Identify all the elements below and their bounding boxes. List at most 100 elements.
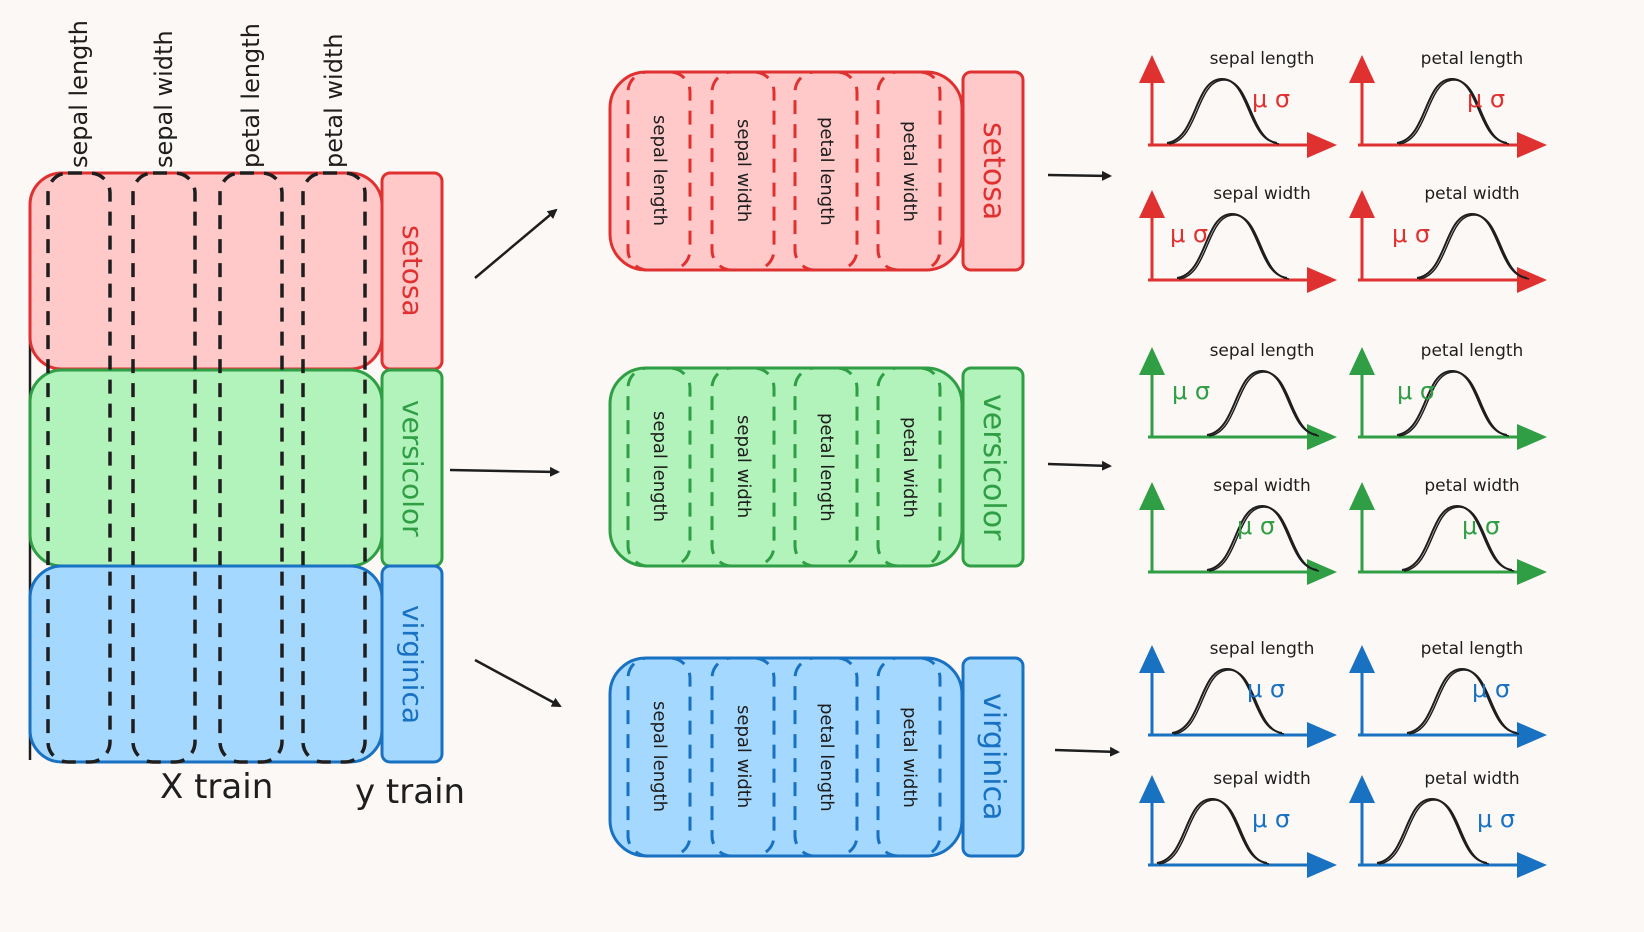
x-train-label: X train (160, 767, 274, 807)
gaussian-curve (1176, 212, 1288, 279)
gaussian-curve (1376, 797, 1488, 864)
x-train-block-virginica (28, 564, 384, 764)
mu-sigma-label: μ σ (1172, 377, 1211, 405)
chart-title: petal length (1420, 639, 1524, 659)
feature-column-3 (301, 171, 367, 764)
y-axis-arrowhead-icon (1139, 190, 1165, 218)
class-feature-column (626, 656, 692, 858)
chart-title: petal length (1420, 341, 1524, 361)
x-axis-arrowhead-icon (1517, 559, 1547, 585)
class-feature-column (710, 656, 776, 858)
class-label: virginica (976, 693, 1011, 821)
x-axis-arrowhead-icon (1307, 267, 1337, 293)
class-label-box-virginica (961, 656, 1025, 858)
class-feature-column (626, 70, 692, 272)
mu-sigma-label: μ σ (1237, 512, 1276, 540)
class-feature-label: petal width (899, 706, 920, 808)
gaussian-curve-sketch (1398, 79, 1510, 145)
chart-title: petal width (1424, 476, 1520, 496)
class-feature-label: petal length (816, 702, 837, 812)
gaussian-curve (1156, 797, 1268, 864)
distribution-chart (1349, 775, 1547, 878)
distribution-chart (1139, 190, 1337, 293)
gaussian-curve (1401, 504, 1513, 571)
class-feature-label: petal width (899, 416, 920, 518)
chart-title: sepal width (1213, 476, 1311, 496)
y-axis-arrowhead-icon (1349, 645, 1375, 673)
class-label-box-versicolor (961, 366, 1025, 568)
chart-title: sepal width (1213, 769, 1311, 789)
distribution-chart (1349, 347, 1547, 450)
class-feature-column (876, 70, 942, 272)
mu-sigma-label: μ σ (1392, 220, 1431, 248)
gaussian-curve-sketch (1178, 214, 1290, 280)
gaussian-curve-sketch (1398, 371, 1510, 437)
feature-header: petal width (320, 33, 348, 168)
class-feature-column (876, 366, 942, 568)
distribution-chart (1139, 482, 1337, 585)
y-train-label: y train (355, 772, 466, 812)
class-feature-label: sepal width (733, 705, 754, 809)
mu-sigma-label: μ σ (1170, 220, 1209, 248)
x-axis-arrowhead-icon (1517, 852, 1547, 878)
gaussian-curve (1206, 369, 1318, 436)
class-feature-label: sepal width (733, 119, 754, 223)
chart-title: sepal length (1209, 49, 1315, 69)
flow-arrow (474, 658, 562, 708)
y-axis-arrowhead-icon (1349, 775, 1375, 803)
x-train-block-versicolor (28, 368, 384, 568)
feature-header: petal length (237, 23, 265, 168)
y-train-class-label: virginica (396, 604, 429, 724)
gaussian-curve-sketch (1403, 506, 1515, 572)
mu-sigma-label: μ σ (1472, 675, 1511, 703)
distribution-chart (1349, 190, 1547, 293)
distribution-chart (1349, 55, 1547, 158)
gaussian-curve-sketch (1158, 799, 1270, 865)
x-axis-arrowhead-icon (1517, 424, 1547, 450)
class-feature-column (710, 70, 776, 272)
feature-header: sepal length (65, 19, 93, 168)
class-label: versicolor (976, 393, 1011, 541)
feature-column-2 (218, 171, 284, 764)
distribution-chart (1139, 645, 1337, 748)
y-axis-arrowhead-icon (1139, 482, 1165, 510)
gaussian-curve (1396, 77, 1508, 144)
x-axis-arrowhead-icon (1307, 132, 1337, 158)
mu-sigma-label: μ σ (1252, 805, 1291, 833)
y-axis-arrowhead-icon (1349, 190, 1375, 218)
chart-title: petal width (1424, 769, 1520, 789)
gaussian-curve-sketch (1378, 799, 1490, 865)
gaussian-curve (1171, 667, 1283, 734)
feature-column-1 (131, 171, 197, 764)
y-train-class-label: setosa (396, 225, 429, 317)
class-feature-label: petal length (816, 116, 837, 226)
gaussian-curve-sketch (1173, 669, 1285, 735)
class-feature-column (793, 366, 859, 568)
mu-sigma-label: μ σ (1467, 85, 1506, 113)
x-axis-arrowhead-icon (1517, 267, 1547, 293)
mu-sigma-label: μ σ (1477, 805, 1516, 833)
distribution-chart (1139, 775, 1337, 878)
class-feature-label: sepal length (649, 115, 670, 227)
distribution-chart (1349, 482, 1547, 585)
x-train-block-setosa (28, 171, 384, 371)
y-axis-arrowhead-icon (1139, 645, 1165, 673)
flow-arrow (1047, 460, 1112, 471)
x-axis-arrowhead-icon (1517, 132, 1547, 158)
mu-sigma-label: μ σ (1252, 85, 1291, 113)
chart-title: sepal width (1213, 184, 1311, 204)
class-label: setosa (976, 121, 1011, 221)
chart-title: sepal length (1209, 639, 1315, 659)
class-feature-column (876, 656, 942, 858)
gaussian-curve (1396, 369, 1508, 436)
gaussian-curve-sketch (1208, 371, 1320, 437)
y-axis-arrowhead-icon (1349, 482, 1375, 510)
gaussian-curve (1416, 212, 1528, 279)
x-axis-arrowhead-icon (1307, 852, 1337, 878)
gaussian-curve-sketch (1168, 79, 1280, 145)
feature-column-0 (46, 171, 112, 764)
mu-sigma-label: μ σ (1247, 675, 1286, 703)
class-feature-column (793, 70, 859, 272)
distribution-chart (1139, 55, 1337, 158)
